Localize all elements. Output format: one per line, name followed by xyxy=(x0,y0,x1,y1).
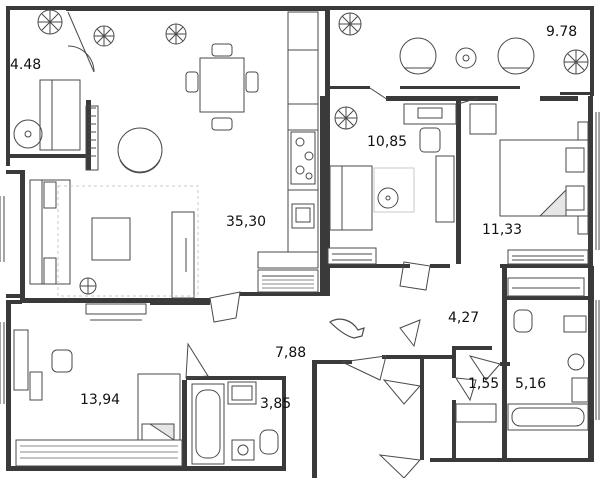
room-area-bathroom: 3,85 xyxy=(260,396,292,412)
room-area-study: 10,85 xyxy=(367,134,408,150)
room-area-bathroom-2: 5,16 xyxy=(515,376,547,392)
room-area-loggia-right: 9.78 xyxy=(546,24,578,40)
armchair-icon xyxy=(117,127,163,174)
dining-table-icon xyxy=(185,43,259,131)
room-area-wardrobe: 1,55 xyxy=(468,376,500,392)
room-area-loggia-left: 4.48 xyxy=(10,57,42,73)
door-icon xyxy=(67,11,501,479)
desk-icon xyxy=(327,103,457,265)
windows xyxy=(0,112,600,420)
bathtub-icon xyxy=(191,381,279,465)
sink-icon xyxy=(291,203,315,229)
room-area-bedroom: 11,33 xyxy=(482,222,523,238)
desk-icon xyxy=(13,329,183,467)
walls xyxy=(6,6,594,478)
kitchen-counter xyxy=(257,11,319,293)
room-area-living-kitchen: 35,30 xyxy=(226,214,267,230)
whale-icon xyxy=(329,318,365,339)
sofa-icon xyxy=(29,79,81,285)
stove-icon xyxy=(290,131,316,185)
cabinets xyxy=(85,277,589,431)
armchair-icon xyxy=(399,37,535,75)
room-area-hall: 7,88 xyxy=(275,345,307,361)
room-area-bedroom-2: 13,94 xyxy=(80,392,121,408)
tv-stand xyxy=(13,105,199,299)
bed-icon xyxy=(469,103,589,265)
plant-icon xyxy=(37,9,589,295)
room-area-corridor: 4,27 xyxy=(448,310,480,326)
